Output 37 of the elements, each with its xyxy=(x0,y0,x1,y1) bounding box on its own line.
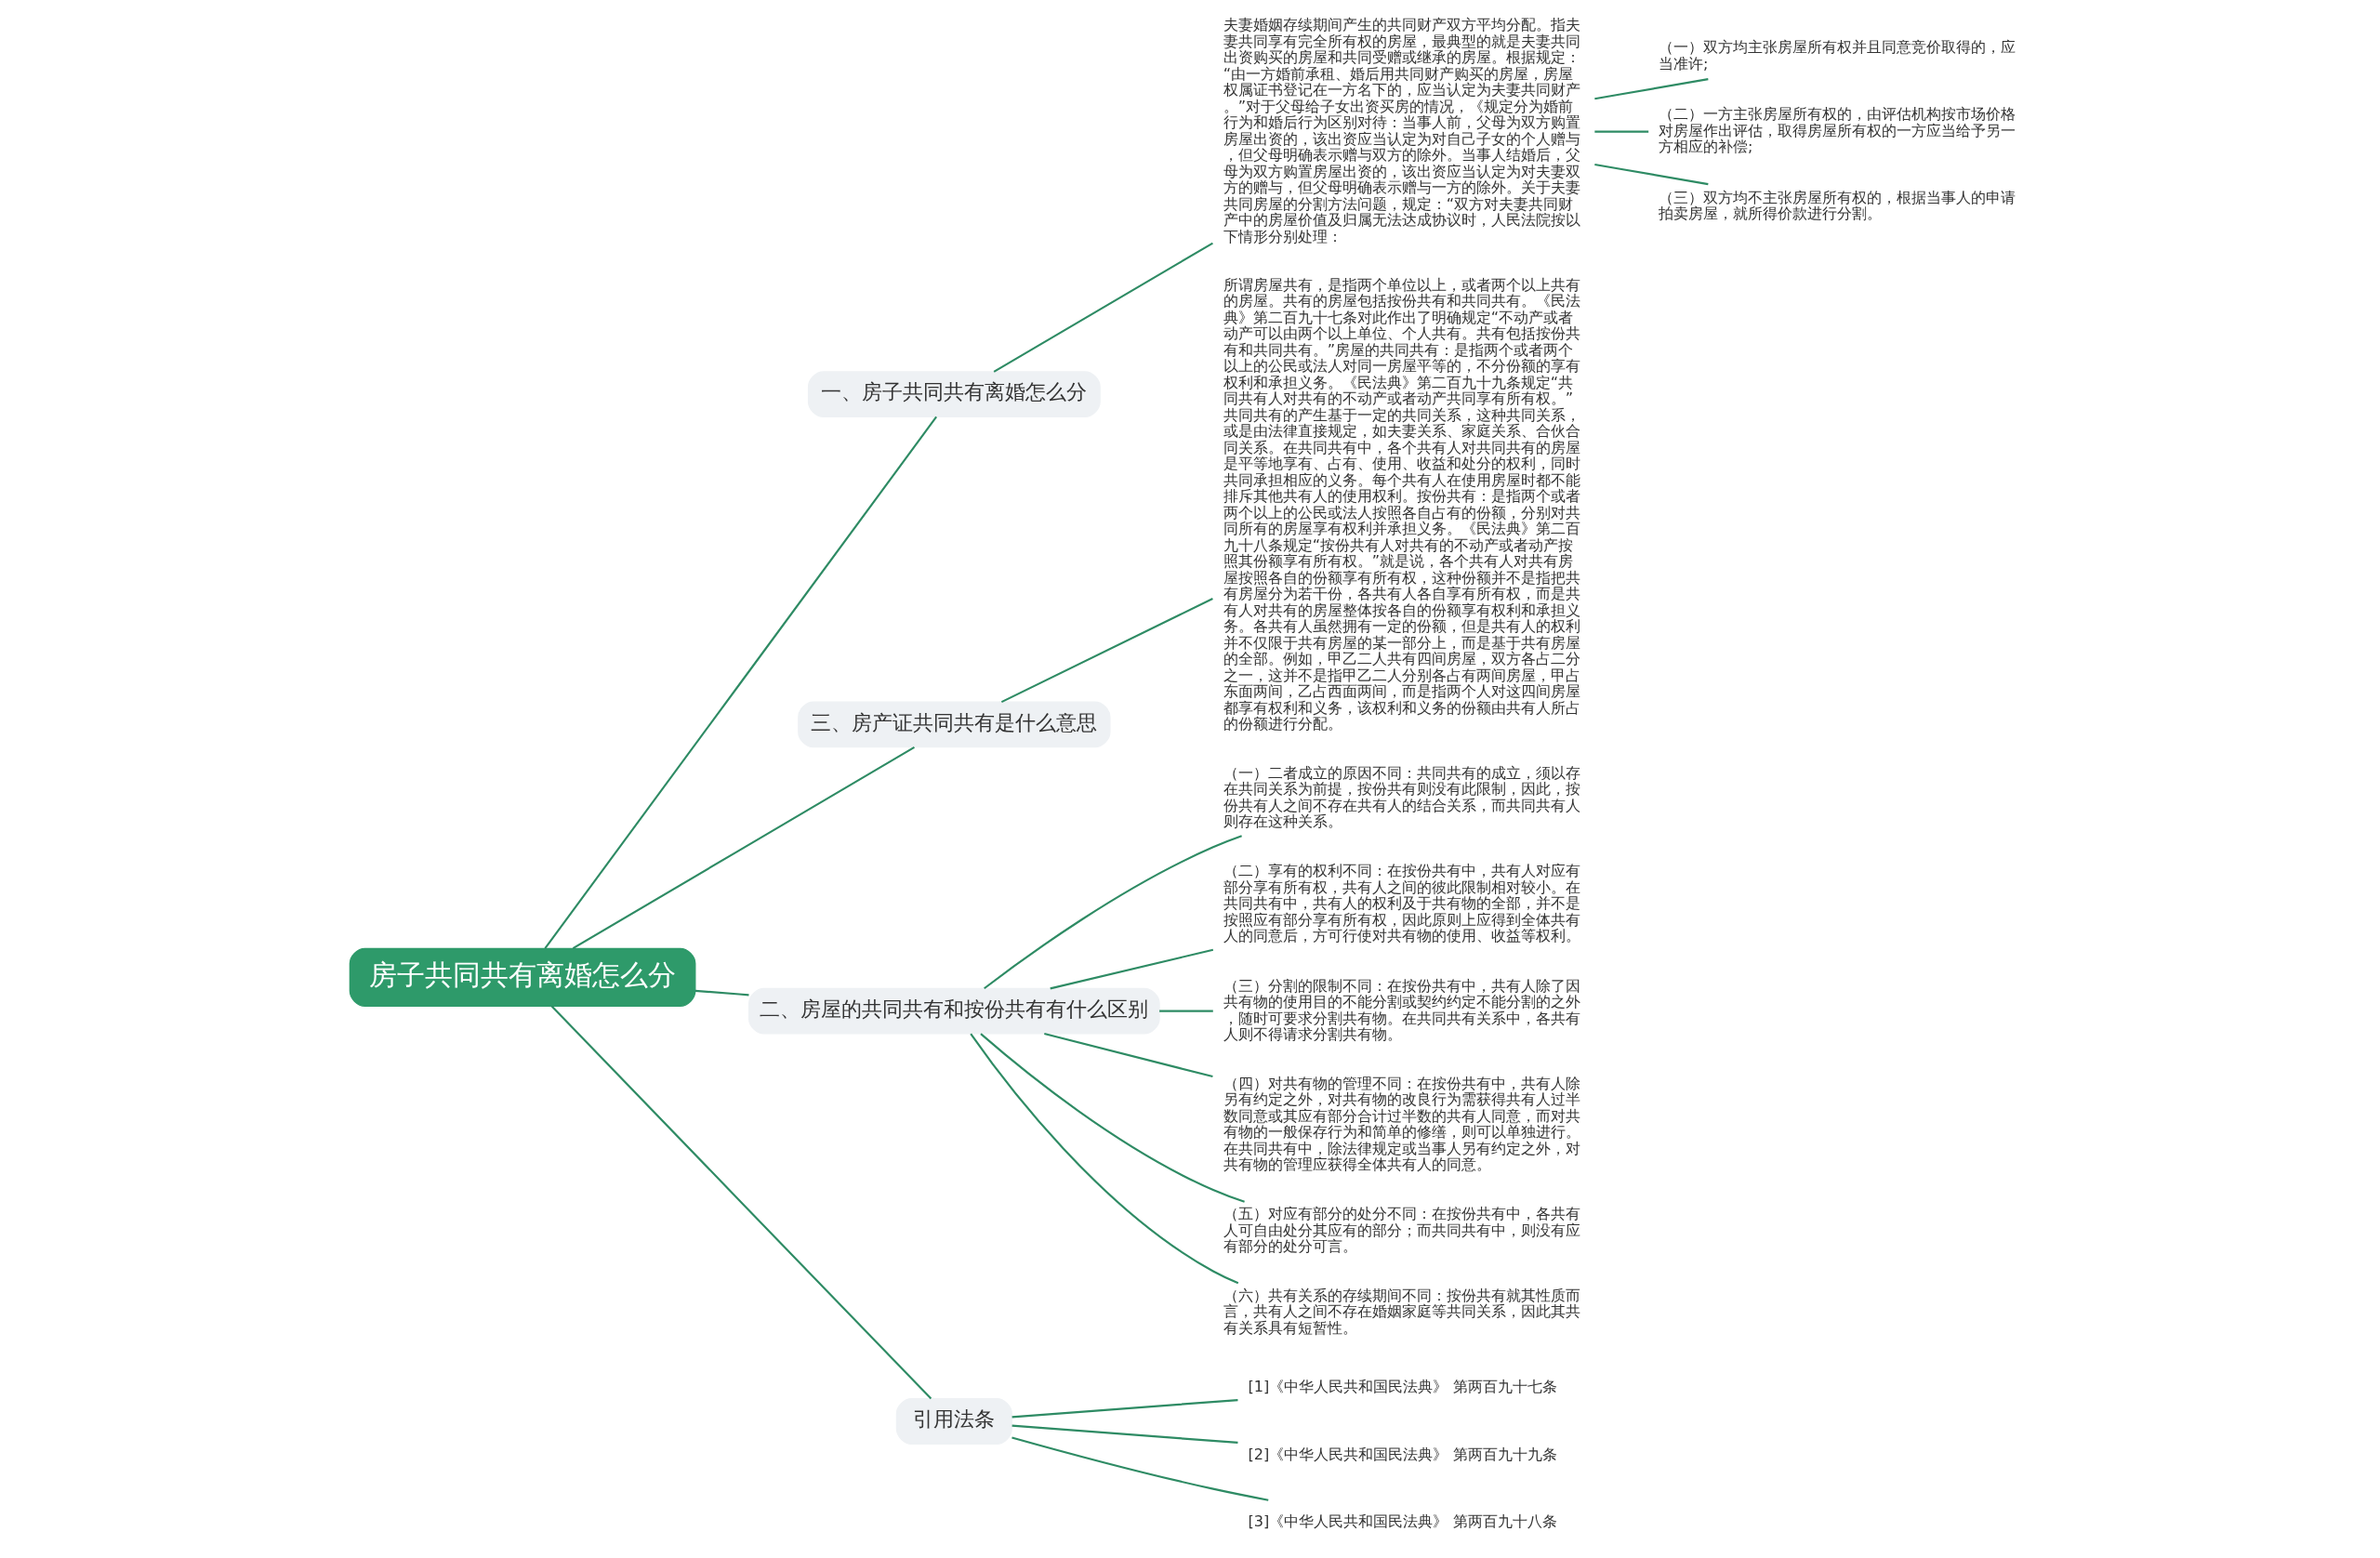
connector xyxy=(572,746,916,950)
node-text: （四）对共有物的管理不同：在按份共有中，共有人除另有约定之外，对共有物的改良行为需获得共有人过半数同意或其应有部分合计过半数的共有人同意，而对共有物的一般保存行为和简单的修缮，则可以单独进行。在共同共有中，除法律规定或当事人另有约定之外，对共有物的管理应获得全体共有人的同意。 xyxy=(1223,1074,1580,1173)
connector xyxy=(1594,163,1709,186)
connector xyxy=(1044,1032,1213,1078)
connector xyxy=(544,416,937,949)
node-text: 所谓房屋共有，是指两个单位以上，或者两个以上共有的房屋。共有的房屋包括按份共有和共同共有。《民法典》第二百九十七条对此作出了明确规定“不动产或者动产可以由两个以上单位、个人共有。共有包括按份共有和共同共有。”房屋的共同共有：是指两个或者两个以上的公民或法人对同一房屋平等的，不分份额的享有权利和承担义务。《民法典》第二百九十九条规定“共同共有人对共有的不动产或者动产共同享有所有权。”共同共有的产生基于一定的共同关系，这种共同关系，或是由法律直接规定，如夫妻关系、家庭关系、合伙合同关系。在共同共有中，各个共有人对共同共有的房屋是平等地享有、占有、使用、收益和处分的权利，同时共同承担相应的义务。每个共有人在使用房屋时都不能排斥其他共有人的使用权利。按份共有：是指两个或者两个以上的公民或法人按照各自占有的份额，分别对共同所有的房屋享有权利并承担义务。《民法典》第二百九十八条规定“按份共有人对共有的不动产或者动产按照其份额享有所有权。”就是说，各个共有人对共有房屋按照各自的份额享有所有权，这种份额并不是指把共有房屋分为若干份，各共有人各自享有所有权，而是共有人对共有的房屋整体按各自的份额享有权利和承担义务。各共有人虽然拥有一定的份额，但是共有人的权利并不仅限于共有房屋的某一部分上，而是基于共有房屋的全部。例如，甲乙二人共有四间房屋，双方各占二分之一，这并不是指甲乙二人分别各占有两间房屋，甲占东面两间，乙占西面两间，而是指两个人对这四间房屋都享有权利和义务，该权利和义务的份额由共有人所占的份额进行分配。 xyxy=(1223,275,1580,733)
node-text: （一）二者成立的原因不同：共同共有的成立，须以存在共同关系为前提，按份共有则没有此限制，因此，按份共有人之间不存在共有人的结合关系，而共同共有人则存在这种关系。 xyxy=(1223,763,1580,831)
node-text: （三）双方均不主张房屋所有权的，根据当事人的申请拍卖房屋，就所得价款进行分割。 xyxy=(1658,188,2016,223)
node-text: （二）享有的权利不同：在按份共有中，共有人对应有部分享有所有权，共有人之间的彼此限制相对较小。在共同共有中，共有人的权利及于共有物的全部，并不是按照应有部分享有所有权，因此原则上应得到全体共有人的同意后，方可行使对共有物的使用、收益等权利。 xyxy=(1223,862,1580,945)
node-text: [1]《中华人民共和国民法典》 第两百九十七条 xyxy=(1248,1377,1557,1395)
node-box: 三、房产证共同共有是什么意思 xyxy=(798,701,1111,748)
node-box: 一、房子共同共有离婚怎么分 xyxy=(807,371,1101,418)
connector xyxy=(993,242,1213,373)
connector xyxy=(1050,948,1214,990)
node-text: （五）对应有部分的处分不同：在按份共有中，各共有人可自由处分其应有的部分；而共同共有中，则没有应有部分的处分可言。 xyxy=(1223,1205,1580,1256)
connector xyxy=(1012,1399,1238,1419)
connector xyxy=(694,989,749,997)
connector xyxy=(970,1033,1239,1285)
node-text: （六）共有关系的存续期间不同：按份共有就其性质而言，共有人之间不存在婚姻家庭等共同关系，因此其共有关系具有短暂性。 xyxy=(1223,1286,1580,1337)
connector xyxy=(1012,1436,1269,1501)
node-text: （三）分割的限制不同：在按份共有中，共有人除了因共有物的使用目的不能分割或契约约定不能分割的之外，随时可要求分割共有物。在共同共有关系中，各共有人则不得请求分割共有物。 xyxy=(1223,976,1580,1044)
connector xyxy=(1594,78,1709,100)
connector xyxy=(1594,130,1649,133)
node-text: 夫妻婚姻存续期间产生的共同财产双方平均分配。指夫妻共同享有完全所有权的房屋，最典型的就是夫妻共同出资购买的房屋和共同受赠或继承的房屋。根据规定：“由一方婚前承租、婚后用共同财产购买的房屋，房屋权属证书登记在一方名下的，应当认定为夫妻共同财产。”对于父母给子女出资买房的情况，《规定分为婚前行为和婚后行为区别对待：当事人前，父母为双方购置房屋出资的，该出资应当认定为对自己子女的个人赠与，但父母明确表示赠与双方的除外。当事人结婚后，父母为双方购置房屋出资的，该出资应当认定为对夫妻双方的赠与，但父母明确表示赠与一方的除外。关于夫妻共同房屋的分割方法问题，规定：“双方对夫妻共同财产中的房屋价值及归属无法达成协议时，人民法院按以下情形分别处理： xyxy=(1223,16,1580,245)
connector xyxy=(550,1005,932,1400)
node-text: [2]《中华人民共和国民法典》 第两百九十九条 xyxy=(1248,1445,1557,1463)
node-box: 二、房屋的共同共有和按份共有有什么区别 xyxy=(747,987,1160,1035)
connector xyxy=(980,1033,1245,1203)
connector xyxy=(984,835,1242,990)
node-box: 引用法条 xyxy=(895,1398,1012,1445)
connector xyxy=(1159,1010,1213,1012)
connector xyxy=(1000,598,1213,704)
node-text: （一）双方均主张房屋所有权并且同意竞价取得的，应当准许; xyxy=(1658,38,2016,73)
node-text: [3]《中华人民共和国民法典》 第两百九十八条 xyxy=(1248,1512,1557,1531)
node-text: （二）一方主张房屋所有权的，由评估机构按市场价格对房屋作出评估，取得房屋所有权的一方应当给予另一方相应的补偿; xyxy=(1658,105,2016,156)
connector xyxy=(1012,1424,1238,1445)
node-box: 房子共同共有离婚怎么分 xyxy=(349,947,696,1007)
